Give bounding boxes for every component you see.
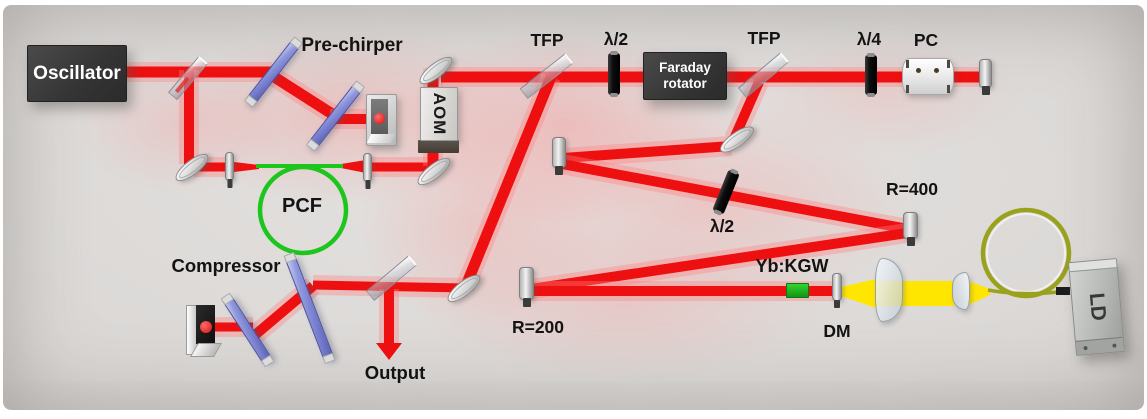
pcf-output-lens bbox=[363, 153, 372, 189]
tfp1-label: TFP bbox=[530, 30, 564, 50]
r400-curved-mirror bbox=[903, 212, 918, 246]
oscillator-box: Oscillator bbox=[27, 45, 127, 102]
output-label: Output bbox=[364, 362, 426, 383]
mirror-base bbox=[366, 134, 396, 143]
mirror-mount bbox=[522, 298, 531, 307]
ld-top-band bbox=[1069, 259, 1117, 273]
laser-diode-box: LD bbox=[1067, 258, 1126, 356]
pcf-input-lens bbox=[225, 152, 234, 188]
r200-label: R=200 bbox=[511, 317, 565, 337]
r400-label: R=400 bbox=[885, 179, 939, 199]
pc-electrode-dot bbox=[916, 68, 921, 73]
aom-box: AOM bbox=[420, 87, 458, 141]
quarter-wave-label: λ/4 bbox=[856, 29, 882, 49]
lens-mount bbox=[365, 180, 370, 189]
half-waveplate-1 bbox=[608, 51, 620, 97]
compressor-label: Compressor bbox=[171, 255, 281, 276]
compressor-end-mirror bbox=[186, 303, 223, 357]
pcf-label: PCF bbox=[282, 195, 322, 217]
dm-label: DM bbox=[823, 321, 851, 341]
prechirper-end-mirror bbox=[366, 94, 397, 146]
faraday-label-line1: Faraday bbox=[659, 59, 711, 75]
pc-electrode-dot bbox=[934, 68, 939, 73]
pockels-cell-body bbox=[902, 58, 954, 95]
tfp2-label: TFP bbox=[747, 28, 781, 48]
yb-kgw-label: Yb:KGW bbox=[755, 256, 829, 276]
mirror-mount bbox=[834, 300, 840, 308]
beam-spot bbox=[200, 321, 212, 333]
aom-base bbox=[418, 140, 459, 153]
pump-focus-lens bbox=[875, 258, 903, 322]
pc-flange-mark bbox=[947, 60, 950, 68]
half-wave-2-label: λ/2 bbox=[709, 216, 735, 236]
faraday-rotator-box: Faraday rotator bbox=[643, 52, 727, 100]
quarter-waveplate bbox=[865, 53, 877, 97]
mirror-mount bbox=[906, 237, 915, 246]
pre-chirper-label: Pre-chirper bbox=[301, 35, 403, 56]
yb-kgw-crystal bbox=[786, 283, 809, 298]
beam-spot bbox=[374, 113, 385, 124]
ld-label: LD bbox=[1084, 292, 1110, 322]
lens-mount bbox=[227, 179, 232, 188]
cavity-end-mirror bbox=[979, 59, 992, 95]
optical-table-background bbox=[3, 5, 1144, 410]
pc-flange-mark bbox=[947, 85, 950, 93]
pc-flange-mark bbox=[906, 60, 909, 68]
pc-flange-mark bbox=[906, 85, 909, 93]
pockels-cell-label: PC bbox=[913, 30, 939, 50]
aom-label: AOM bbox=[430, 92, 449, 136]
half-wave-1-label: λ/2 bbox=[603, 29, 629, 49]
faraday-label-line2: rotator bbox=[663, 76, 707, 91]
r200-curved-mirror bbox=[519, 267, 534, 307]
pump-collimating-lens bbox=[952, 272, 970, 310]
mirror-mount bbox=[555, 166, 563, 175]
mirror-mount bbox=[981, 86, 990, 95]
dichroic-mirror bbox=[832, 273, 842, 308]
cavity-flat-mirror bbox=[552, 137, 566, 175]
oscillator-label: Oscillator bbox=[33, 62, 121, 84]
